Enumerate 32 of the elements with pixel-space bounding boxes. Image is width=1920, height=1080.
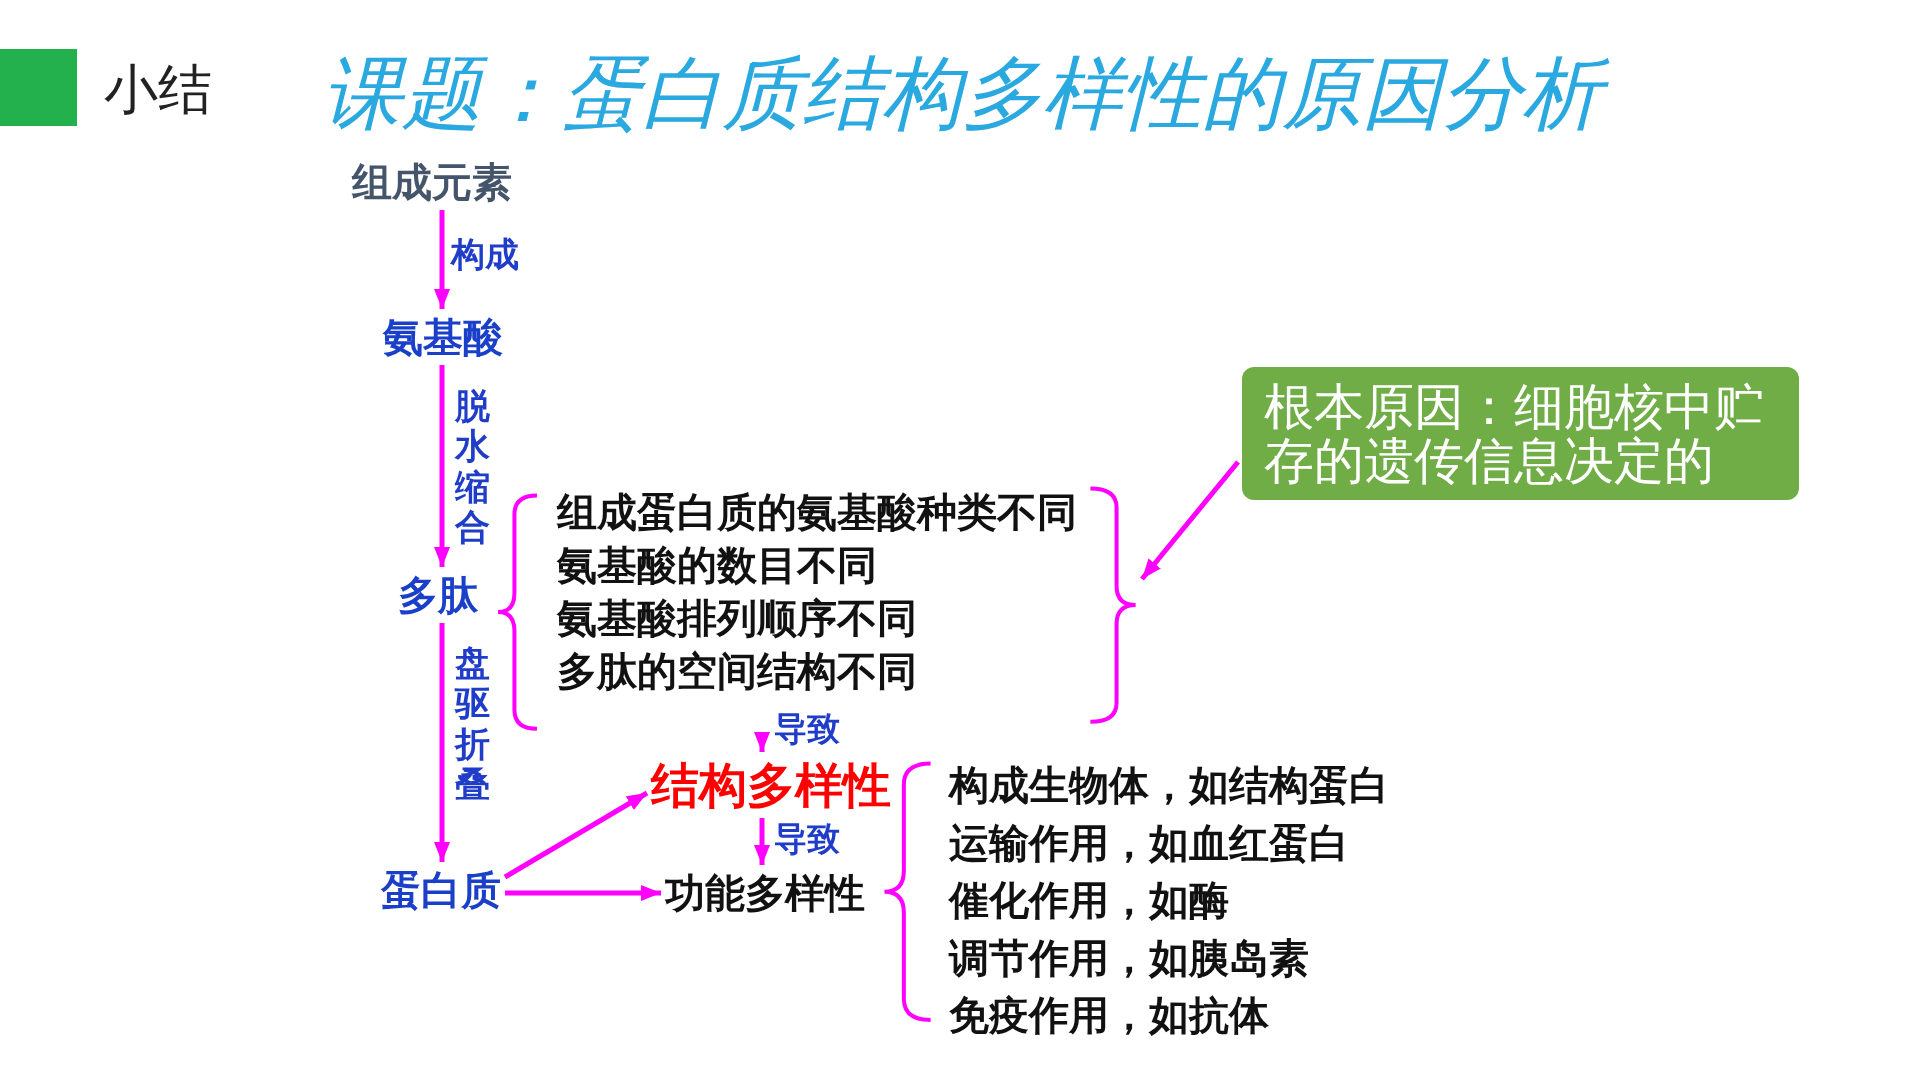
section-heading: 小结: [104, 58, 212, 122]
note-box: [1242, 367, 1799, 500]
term-label: 氨基酸: [383, 313, 503, 361]
arrow: [1140, 460, 1240, 581]
list-item-text: 构成生物体，如结构蛋白: [949, 761, 1389, 810]
list-item-text: 氨基酸排列顺序不同: [557, 594, 918, 643]
arrow: [434, 365, 450, 567]
highlighted-term: 结构多样性: [651, 756, 891, 814]
note-text: 根本原因：细胞核中贮存的遗传信息决定的: [1264, 379, 1765, 488]
arrow: [503, 790, 649, 880]
arrow: [505, 885, 661, 901]
arrow: [754, 818, 770, 865]
edge-label: 脱水缩合: [455, 386, 490, 547]
edge-label: 构成: [451, 234, 519, 274]
list-item-text: 调节作用，如胰岛素: [949, 933, 1310, 983]
term-label: 功能多样性: [665, 869, 865, 917]
arrow: [434, 623, 450, 862]
edge-label: 导致: [774, 709, 840, 749]
list-item-text: 免疫作用，如抗体: [949, 991, 1270, 1040]
arrow: [754, 732, 770, 752]
edge-label: 导致: [774, 819, 840, 859]
list-item-text: 催化作用，如酶: [949, 876, 1230, 925]
slide-title: 课题：蛋白质结构多样性的原因分析: [322, 44, 1632, 144]
term-label: 多肽: [398, 571, 478, 619]
list-item-text: 运输作用，如血红蛋白: [949, 818, 1350, 868]
term-label: 蛋白质: [381, 866, 501, 914]
edge-label: 盘驱折叠: [455, 643, 490, 804]
list-item-text: 氨基酸的数目不同: [557, 541, 878, 590]
term-label: 组成元素: [352, 158, 512, 206]
list-item-text: 多肽的空间结构不同: [557, 647, 918, 696]
arrow: [434, 210, 450, 309]
list-item-text: 组成蛋白质的氨基酸种类不同: [557, 488, 1077, 537]
